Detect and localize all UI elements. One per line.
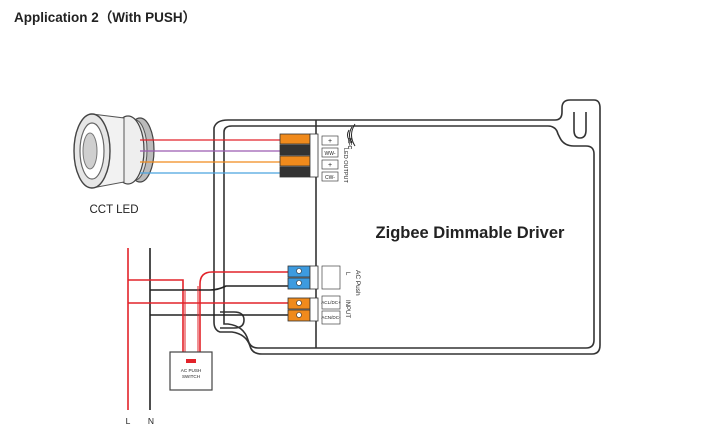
ac-push-label: AC Push: [354, 270, 361, 296]
terminal-label-cw: CW-: [325, 175, 335, 181]
terminal-label-plus-2: +: [328, 162, 332, 169]
led-output-terminal-block[interactable]: [279, 133, 319, 178]
live-label: L: [126, 416, 131, 426]
nfc-label: NFC: [346, 138, 352, 149]
input-acl-label: ACL/DC+: [321, 300, 341, 305]
led-output-wires: [140, 139, 290, 174]
led-output-label: LED OUTPUT: [342, 148, 348, 183]
input-terminal-labels: ACL/DC+ ACN/DC- INPUT: [321, 295, 350, 325]
mains-wires: [127, 248, 288, 410]
terminal-label-plus-1: +: [328, 138, 332, 145]
terminal-label-ww: WW-: [324, 151, 335, 157]
ac-push-terminal-labels: L AC Push: [321, 265, 361, 296]
cct-led-label: CCT LED: [90, 204, 139, 216]
input-label: INPUT: [344, 300, 350, 318]
output-terminal-labels: + WW- + CW- LED OUTPUT: [321, 135, 348, 183]
input-acn-label: ACN/DC-: [321, 315, 341, 320]
cct-led-lamp: [73, 113, 155, 189]
driver-label: Zigbee Dimmable Driver: [376, 224, 565, 242]
switch-label-line2: SWITCH: [182, 374, 200, 379]
switch-label-line1: AC PUSH: [181, 368, 201, 373]
nfc-icon: [347, 123, 356, 147]
neutral-label: N: [148, 416, 154, 426]
input-terminal-block[interactable]: [287, 265, 319, 322]
diagram-title: Application 2（With PUSH）: [14, 10, 197, 25]
ac-push-l-label: L: [344, 272, 350, 276]
ac-push-switch[interactable]: AC PUSH SWITCH: [169, 351, 213, 391]
